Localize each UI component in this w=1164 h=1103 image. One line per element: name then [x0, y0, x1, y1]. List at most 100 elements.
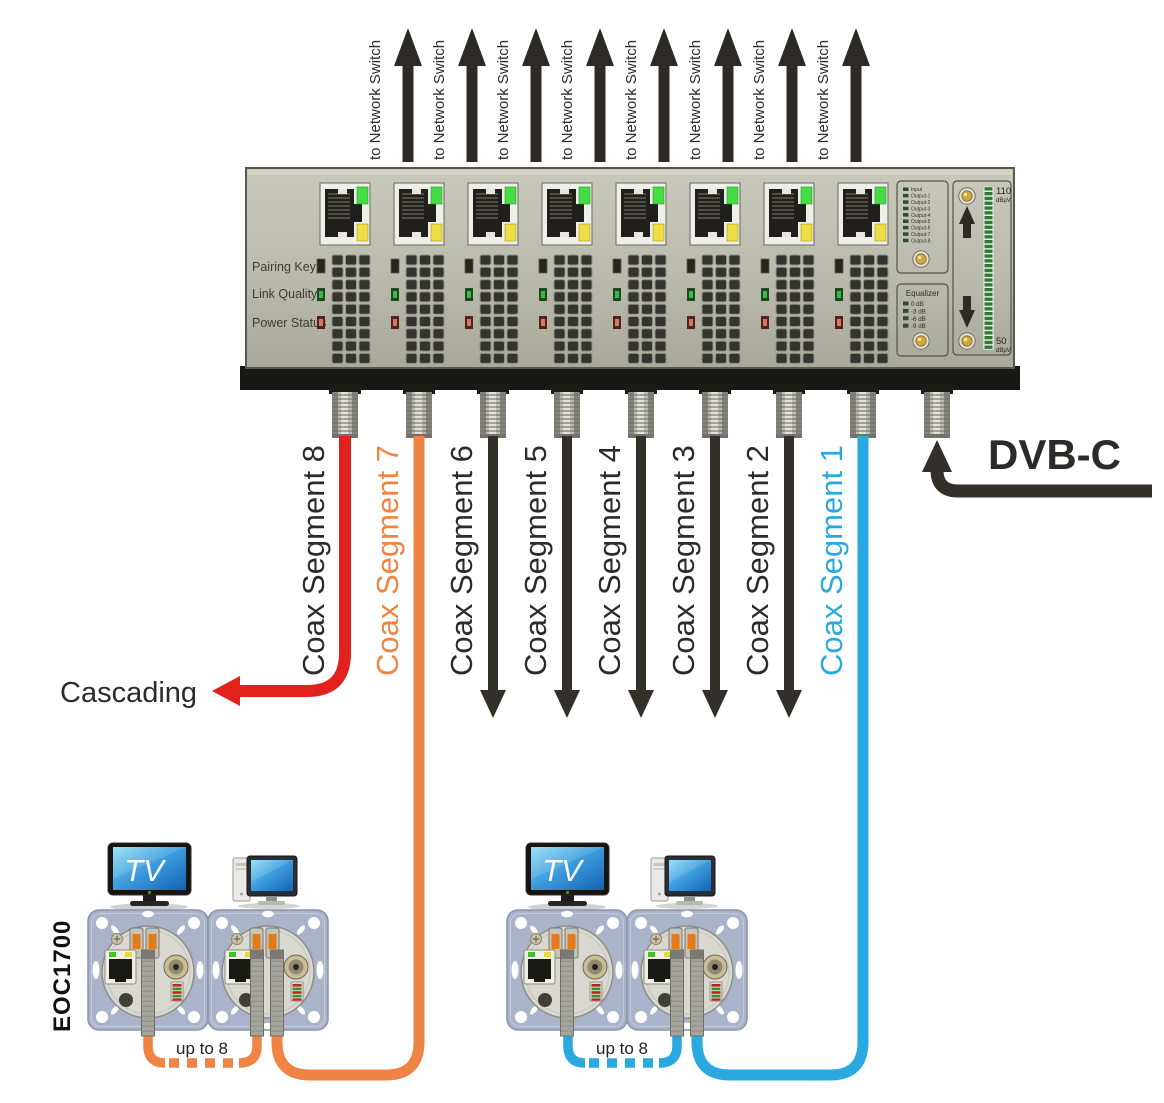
level-unit: dBµV: [996, 198, 1011, 204]
coax-connector-3: [699, 384, 731, 438]
equalizer-option: -9 dB: [911, 323, 926, 330]
chassis-highlight: [248, 170, 1012, 175]
to-network-switch-label: to Network Switch: [431, 40, 448, 160]
io-led-label: Output-1: [911, 194, 931, 200]
output-led: [903, 213, 909, 217]
segment-label-4: Coax Segment 4: [592, 445, 627, 676]
coax-connector-4: [625, 384, 657, 438]
tv-screen-label: TV: [542, 853, 585, 888]
output-led: [903, 193, 909, 198]
io-led-label: Output-4: [911, 213, 931, 219]
to-network-switch-label: to Network Switch: [623, 40, 640, 160]
coax-cables: [143, 436, 1152, 1081]
dvbc-arrowhead-icon: [922, 440, 952, 472]
dvbc-input-connector: [921, 384, 953, 438]
link-quality-label: Link Quality: [252, 287, 318, 301]
segment-6-arrowhead-icon: [480, 690, 506, 718]
to-network-switch-label: to Network Switch: [815, 40, 832, 160]
level-meter-panel: 110 dBµV 50 dBµV: [952, 180, 1012, 356]
outlet-cable-tail: [141, 949, 155, 1037]
level-down-arrow-icon: [959, 310, 975, 328]
level-up-button: [958, 187, 976, 205]
level-down-arrow-shaft: [963, 296, 971, 312]
coax-connector-5: [551, 384, 583, 438]
outlet-cable-tail: [690, 949, 704, 1037]
segment-5-arrowhead-icon: [554, 690, 580, 718]
ethernet-arrow-icon: [842, 28, 870, 162]
ethernet-arrow-icon: [586, 28, 614, 162]
segment-3-arrowhead-icon: [702, 690, 728, 718]
to-network-switch-label: to Network Switch: [559, 40, 576, 160]
output-led: [903, 225, 909, 230]
io-led-label: Output-3: [911, 206, 931, 212]
segment-label-6: Coax Segment 6: [444, 445, 479, 676]
to-network-switch-label: to Network Switch: [687, 40, 704, 160]
output-led: [903, 238, 909, 243]
segment-4-arrowhead-icon: [628, 690, 654, 718]
outlet-cable-tail: [250, 949, 264, 1037]
equalizer-panel: Equalizer 0 dB -3 dB -6 dB -9 dB: [896, 283, 949, 357]
segment-label-3: Coax Segment 3: [666, 445, 701, 676]
equalizer-option: -6 dB: [911, 316, 926, 323]
cascading-arrowhead-icon: [212, 676, 240, 706]
equalizer-button: [912, 332, 930, 350]
level-max-value: 110: [996, 186, 1011, 197]
io-led-label: Input: [911, 187, 923, 193]
coax-cable-segment-1: [691, 436, 869, 1081]
tv-screen-label: TV: [124, 853, 167, 888]
ethernet-arrow-icon: [778, 28, 806, 162]
level-up-arrow-shaft: [963, 222, 971, 238]
segment-label-5: Coax Segment 5: [518, 445, 553, 676]
dvbc-label: DVB-C: [988, 431, 1121, 478]
outlet-link-cable: [238, 1028, 262, 1068]
pc-icon: [232, 855, 301, 910]
to-network-switch-label: to Network Switch: [367, 40, 384, 160]
segment-label-1: Coax Segment 1: [814, 445, 849, 676]
segment-label-7: Coax Segment 7: [370, 445, 405, 676]
outlet-link-cable: [658, 1028, 682, 1068]
up-to-8-label: up to 8: [176, 1039, 228, 1058]
level-min-value: 50: [996, 336, 1007, 347]
pc-icon: [650, 855, 719, 910]
network-switch-arrows: to Network Switch to Network Switch to N…: [367, 28, 870, 162]
to-network-switch-label: to Network Switch: [751, 40, 768, 160]
ethernet-arrow-icon: [522, 28, 550, 162]
equalizer-option: -3 dB: [911, 308, 926, 315]
io-led-label: Output-8: [911, 238, 931, 244]
equalizer-title: Equalizer: [906, 289, 940, 298]
outlet-cable-tail: [560, 949, 574, 1037]
eoc-master-device: Pairing Key Link Quality Power Status In…: [240, 167, 1020, 438]
io-led-label: Output-7: [911, 232, 931, 238]
pairing-key-label: Pairing Key: [252, 260, 317, 274]
segment-label-8: Coax Segment 8: [296, 445, 331, 676]
output-led: [903, 200, 909, 204]
coax-cable-segment-7: [271, 436, 425, 1081]
outlet-link-cable: [563, 1028, 586, 1068]
ethernet-arrow-icon: [394, 28, 422, 162]
dvbc-cable: [930, 466, 1152, 498]
coax-connector-6: [477, 384, 509, 438]
output-led: [903, 219, 909, 223]
equalizer-led: [903, 301, 909, 306]
io-led-label: Output-5: [911, 219, 931, 225]
io-select-button: [912, 250, 930, 268]
equalizer-led: [903, 323, 909, 328]
coax-cable-segment-8: [240, 436, 351, 697]
cascading-label: Cascading: [60, 677, 197, 709]
level-bar-leds: [984, 187, 993, 349]
coax-connector-2: [773, 384, 805, 438]
equalizer-led: [903, 308, 909, 313]
io-led-label: Output-2: [911, 200, 931, 206]
equalizer-option: 0 dB: [911, 301, 924, 308]
level-up-arrow-icon: [959, 206, 975, 224]
power-status-label: Power Status: [252, 316, 326, 330]
coax-connector-1: [847, 384, 879, 438]
ethernet-arrow-icon: [650, 28, 678, 162]
wall-outlet: [626, 909, 748, 1031]
equalizer-led: [903, 316, 909, 321]
output-led: [903, 206, 909, 211]
outlet-model-label: EOC1700: [49, 920, 76, 1032]
ethernet-arrow-icon: [714, 28, 742, 162]
